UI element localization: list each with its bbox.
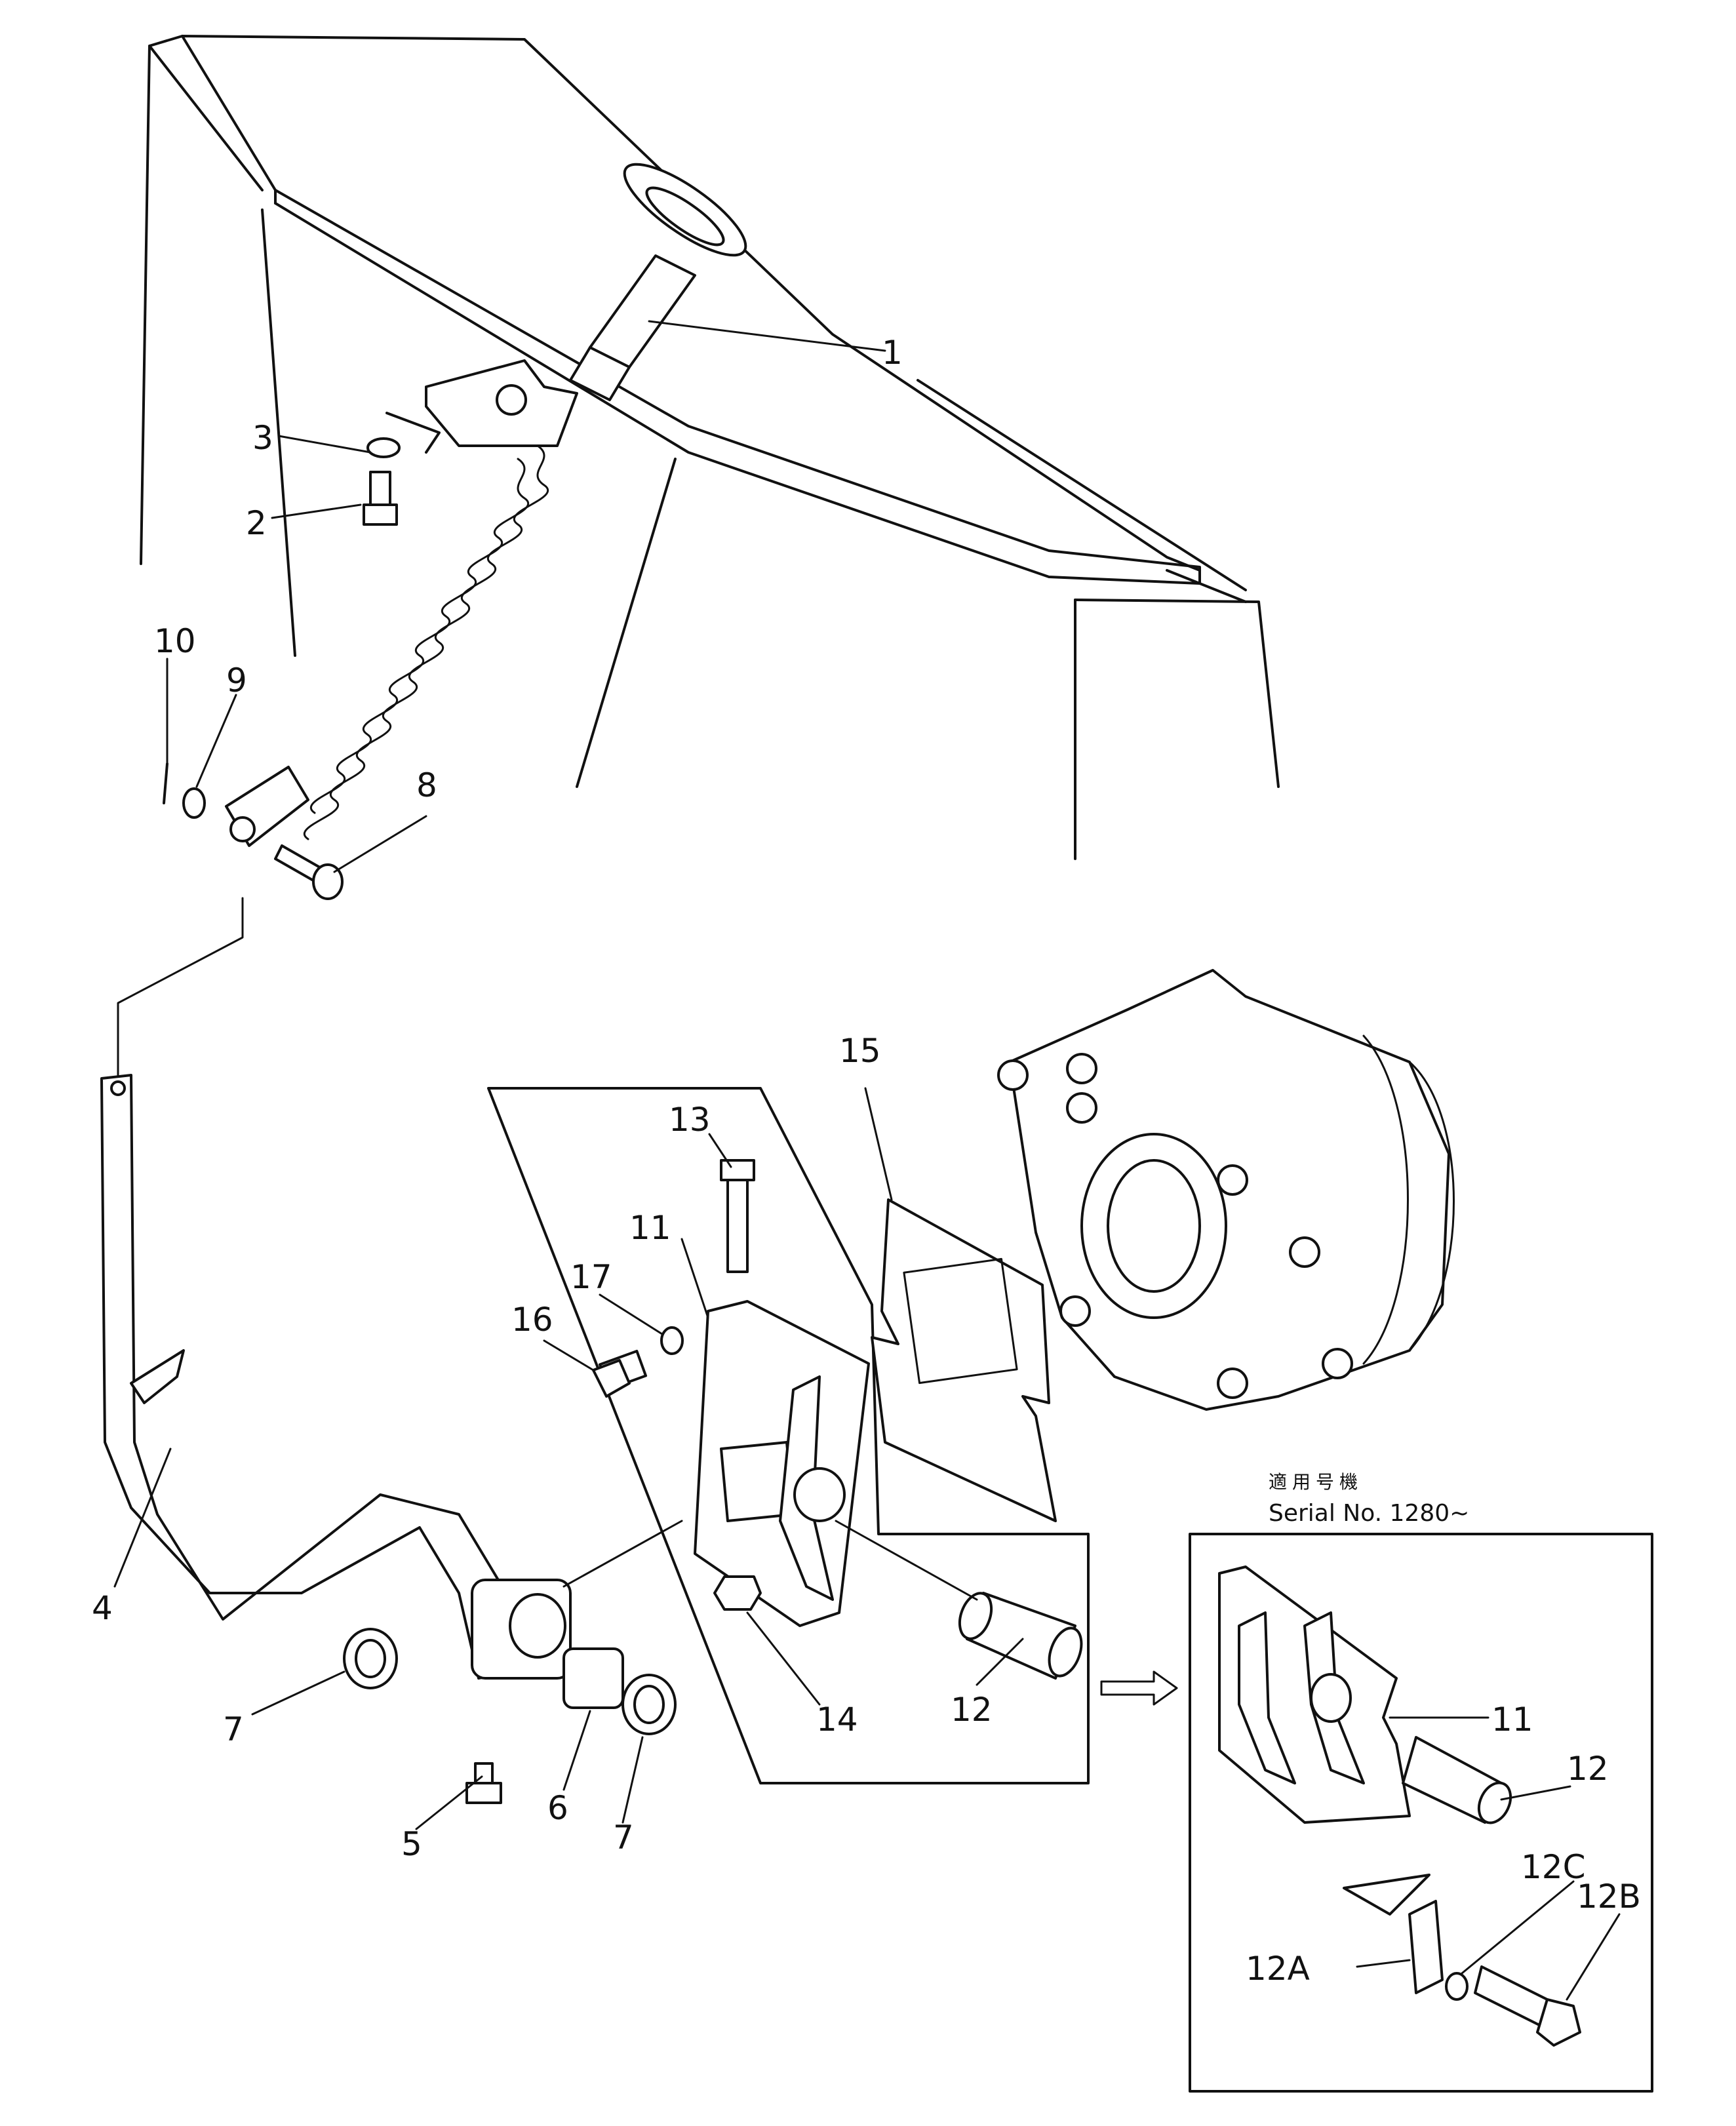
callout-16: 16 bbox=[511, 1301, 553, 1339]
callout-7b: 7 bbox=[613, 1819, 634, 1857]
callout-11-inset: 11 bbox=[1491, 1701, 1533, 1739]
callout-labels: 1 2 3 4 5 6 7 7 8 9 10 11 12 13 14 15 16… bbox=[92, 334, 1641, 1988]
callout-12a: 12A bbox=[1246, 1950, 1310, 1988]
bearing-seal-group bbox=[343, 1628, 677, 1804]
callout-12-inset: 12 bbox=[1567, 1750, 1609, 1788]
callout-15: 15 bbox=[839, 1032, 881, 1070]
serial-inset: 適用号機 Serial No. 1280~ bbox=[1100, 1471, 1653, 2093]
gasket bbox=[871, 1198, 1057, 1522]
callout-2: 2 bbox=[246, 504, 267, 542]
callout-14: 14 bbox=[816, 1701, 858, 1739]
return-spring bbox=[303, 444, 549, 840]
brake-pedal bbox=[100, 1074, 572, 1680]
callout-13: 13 bbox=[669, 1101, 711, 1139]
callout-7a: 7 bbox=[223, 1710, 244, 1748]
callout-9: 9 bbox=[226, 661, 247, 699]
callout-4: 4 bbox=[92, 1589, 113, 1627]
callout-12: 12 bbox=[951, 1691, 993, 1729]
callout-10: 10 bbox=[154, 622, 196, 660]
bracket-group-outline bbox=[487, 1087, 1090, 1784]
callout-17: 17 bbox=[570, 1258, 612, 1296]
callout-12b: 12B bbox=[1577, 1878, 1641, 1916]
serial-note-text: Serial No. 1280~ bbox=[1269, 1500, 1469, 1527]
callout-3: 3 bbox=[252, 419, 273, 457]
cab-outline bbox=[140, 35, 1280, 860]
transmission-housing bbox=[997, 969, 1455, 1411]
callout-11: 11 bbox=[629, 1209, 671, 1247]
leader-lines bbox=[113, 320, 1621, 2001]
callout-1: 1 bbox=[882, 334, 903, 372]
serial-note-japanese: 適用号機 bbox=[1269, 1471, 1363, 1493]
callout-8: 8 bbox=[416, 766, 437, 804]
callout-6: 6 bbox=[547, 1789, 568, 1827]
callout-12c: 12C bbox=[1521, 1848, 1586, 1886]
callout-5: 5 bbox=[401, 1825, 422, 1863]
control-lever-assembly bbox=[163, 163, 747, 900]
